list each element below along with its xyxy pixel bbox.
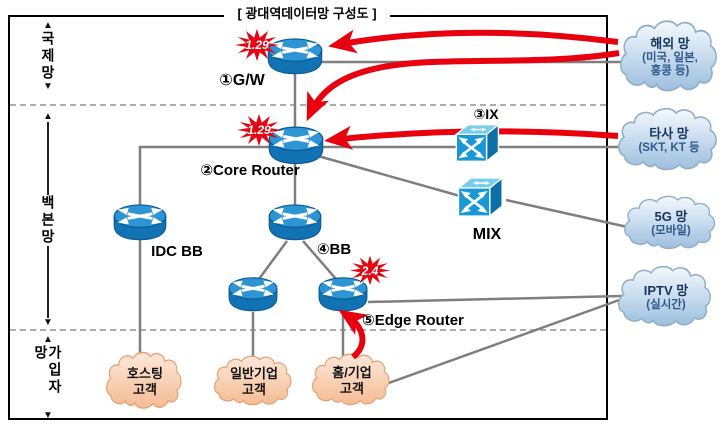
diagram-title: [ 광대역데이터망 구성도 ] (224, 5, 390, 23)
link-bb-edgeleft (257, 240, 289, 280)
axis-international: ▲ 국제망 ▼ (36, 21, 60, 103)
link-mix-5g (505, 198, 633, 230)
badge-value: 1.29 (247, 123, 271, 137)
hosting-customer-cloud: 호스팅 고객 (106, 350, 184, 414)
cloud-subtitle: 고객 (340, 381, 364, 396)
home-business-customer-text: 홈/기업 고객 (312, 352, 392, 410)
badge-value: 2.4 (361, 263, 379, 278)
edge-router-right-icon (317, 275, 369, 313)
general-business-customer-text: 일반기업 고객 (214, 354, 294, 410)
edge-router-left-icon (227, 275, 279, 313)
overseas-network-cloud: 해외 망 (미국, 일본, 홍콩 등) (620, 18, 720, 98)
gw-traffic-badge: 1.29 (233, 26, 281, 64)
cloud-title: 홈/기업 (332, 365, 372, 381)
cloud-subtitle: 고객 (133, 382, 157, 397)
cloud-title: IPTV 망 (643, 282, 689, 298)
arrow-overseas-to-core (306, 50, 620, 122)
cloud-subtitle: (모바일) (651, 224, 691, 237)
cloud-title: 5G 망 (654, 208, 688, 224)
iptv-network-text: IPTV 망 (실시간) (618, 264, 714, 332)
arrow-up-icon: ▲ (43, 20, 53, 31)
gw-label: ①G/W (219, 72, 265, 89)
section-label-backbone: 백본망 (40, 194, 56, 246)
edge-router-label: ⑤Edge Router (362, 312, 464, 329)
arrow-home-to-edge (338, 309, 369, 360)
core-traffic-badge: 1.29 (235, 111, 283, 149)
core-router-label: ②Core Router (200, 162, 300, 179)
ix-label: ③IX (473, 106, 499, 122)
carrier-network-cloud: 타사 망 (SKT, KT 등 (618, 106, 720, 176)
link-home-iptv (385, 297, 623, 386)
cloud-subtitle: 홍콩 등) (650, 65, 690, 78)
mix-label: MIX (472, 226, 502, 243)
overseas-network-text: 해외 망 (미국, 일본, 홍콩 등) (620, 18, 720, 98)
arrow-up-icon: ▲ (43, 334, 53, 345)
link-bb-edgeright (302, 240, 337, 280)
section-label-international: 국제망 (40, 31, 56, 82)
badge-value: 1.29 (245, 38, 269, 52)
edge-traffic-badge: 2.4 (348, 253, 392, 288)
cloud-subtitle: 고객 (242, 382, 266, 397)
bb-label: ④BB (316, 241, 352, 258)
cloud-title: 해외 망 (650, 36, 690, 52)
axis-line (47, 122, 49, 195)
cloud-subtitle: (미국, 일본, (642, 52, 698, 65)
core-router-icon (267, 124, 325, 166)
section-label-subscriber: 가입자망 (33, 345, 63, 396)
arrow-up-icon: ▲ (43, 111, 53, 122)
hosting-customer-text: 호스팅 고객 (106, 350, 184, 414)
carrier-network-text: 타사 망 (SKT, KT 등 (618, 106, 720, 176)
axis-line (47, 245, 49, 318)
link-edgeright-iptv (367, 294, 623, 304)
divider-backbone-subscriber (10, 329, 606, 331)
5g-network-cloud: 5G 망 (모바일) (624, 194, 718, 254)
idc-bb-label: IDC BB (151, 243, 203, 260)
arrow-overseas-to-gw (328, 29, 619, 54)
home-business-customer-cloud: 홈/기업 고객 (312, 352, 392, 410)
iptv-network-cloud: IPTV 망 (실시간) (618, 264, 714, 332)
general-business-customer-cloud: 일반기업 고객 (214, 354, 294, 410)
gw-router-icon (266, 36, 324, 76)
bb-router-icon (267, 202, 323, 242)
link-core-mix (317, 154, 461, 198)
link-core-idcbb (138, 145, 269, 205)
ix-switch-icon (452, 119, 506, 167)
idc-bb-router-icon (112, 202, 168, 242)
5g-network-text: 5G 망 (모바일) (624, 194, 718, 254)
cloud-title: 일반기업 (230, 366, 278, 382)
cloud-title: 타사 망 (649, 125, 689, 141)
arrow-down-icon: ▼ (43, 410, 53, 421)
cloud-title: 호스팅 (127, 366, 163, 382)
cloud-subtitle: (SKT, KT 등 (638, 141, 700, 154)
axis-backbone: ▲ 백본망 ▼ (36, 112, 60, 328)
axis-subscriber: ▲ 가입자망 ▼ (33, 334, 63, 421)
arrow-down-icon: ▼ (43, 81, 53, 92)
arrow-down-icon: ▼ (43, 317, 53, 328)
mix-switch-icon (454, 172, 510, 222)
cloud-subtitle: (실시간) (646, 298, 686, 311)
